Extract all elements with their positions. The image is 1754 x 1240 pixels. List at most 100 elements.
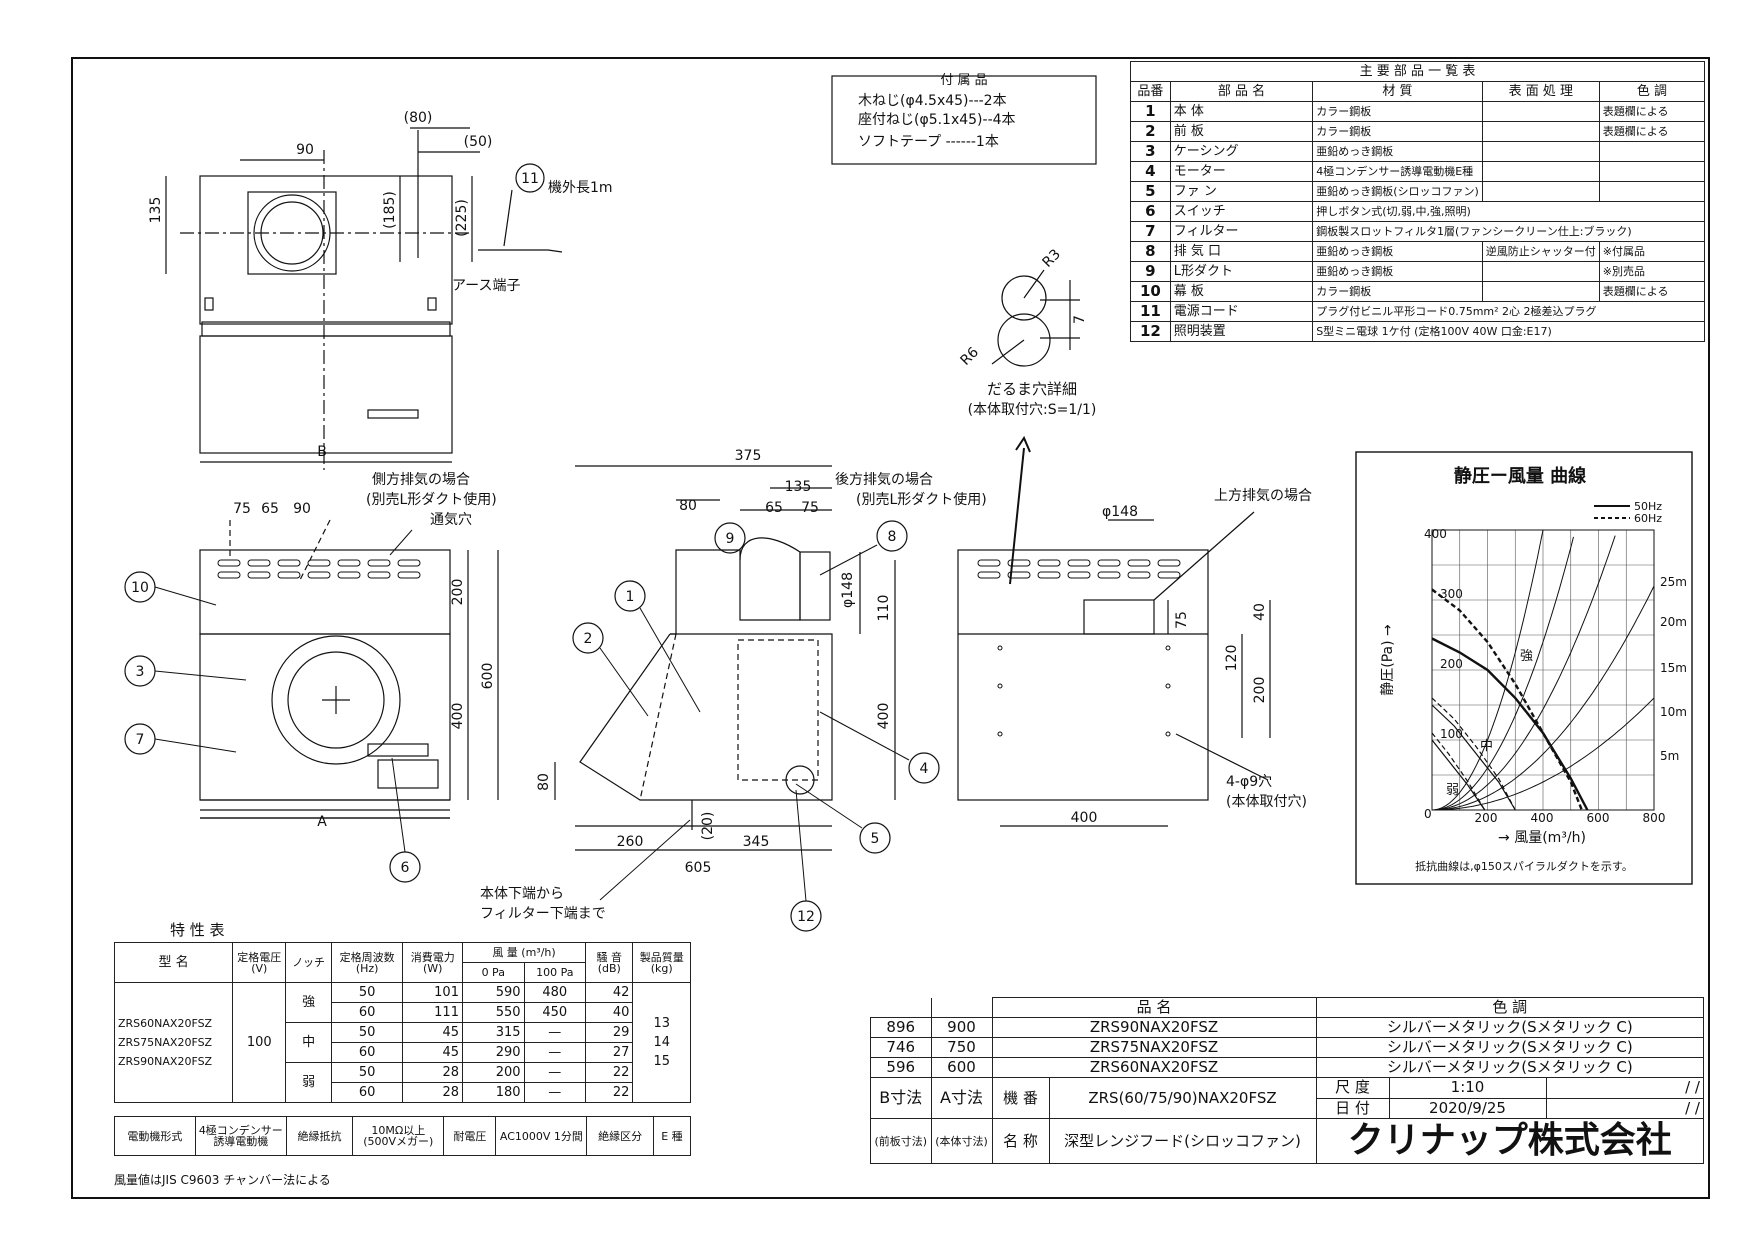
chart-legend-60hz: 60Hz [1634, 512, 1662, 525]
accessory-item: 木ねじ(φ4.5x45)---2本 [858, 93, 1007, 109]
parts-cell-name: フィルター [1169, 221, 1314, 242]
dim-label: 90 [296, 142, 314, 158]
balloon-label: 6 [401, 860, 410, 876]
title-cell-b: 896 [870, 1017, 932, 1038]
spec-notch: 中 [285, 1022, 332, 1063]
chart-resistance-label: 25m [1660, 575, 1687, 589]
chart-axes [1431, 529, 1655, 811]
parts-cell-name: L形ダクト [1169, 261, 1314, 282]
filter-note-1: 本体下端から [480, 886, 564, 902]
spec-cell-w: 45 [402, 1022, 463, 1043]
parts-cell-material: 亜鉛めっき鋼板(シロッコファン) [1312, 181, 1483, 202]
title-cell-color: シルバーメタリック(Sメタリック C) [1315, 1057, 1704, 1078]
top-view-dims: (80) 90 (50) 135 (185) (225) B 11 機外長1m … [148, 110, 613, 460]
spec-header: 定格電圧(V) [232, 942, 287, 983]
side-duct-label: (別売L形ダクト使用) [366, 491, 497, 508]
title-cell-model: ZRS90NAX20FSZ [991, 1017, 1317, 1038]
spec-weight: 14 [653, 1035, 670, 1050]
title-cell-b: 746 [870, 1037, 932, 1058]
chart-resistance-label: 15m [1660, 661, 1687, 675]
chart-resistance-label: 5m [1660, 749, 1679, 763]
cord-length-label: 機外長1m [548, 180, 613, 196]
parts-cell-no: 1 [1130, 101, 1171, 122]
dim-label: 80 [536, 773, 552, 791]
company-logo: クリナップ株式会社 [1347, 1120, 1672, 1161]
dim-label: 400 [1071, 810, 1098, 826]
chart-legend-50hz: 50Hz [1634, 500, 1662, 513]
spec-cell-q0: 180 [461, 1082, 525, 1103]
dim-label: 200 [1252, 677, 1268, 704]
spec-cell-q100: — [523, 1042, 587, 1063]
chart-ylabel: 静圧(Pa) → [1380, 624, 1396, 696]
spec-cell-hz: 50 [330, 1062, 404, 1083]
motor-label: 電動機形式 [114, 1116, 196, 1156]
parts-cell-color: 表題欄による [1598, 121, 1706, 142]
chart-resistance-curve [1432, 585, 1655, 811]
dim-label: 200 [450, 579, 466, 606]
accessories-title: 付 属 品 [940, 73, 987, 88]
spec-subheader: 100 Pa [523, 962, 587, 983]
parts-cell-material: S型ミニ電球 1ケ付 (定格100V 40W 口金:E17) [1312, 321, 1705, 342]
spec-model-name: ZRS90NAX20FSZ [118, 1055, 213, 1068]
dim-label: R6 [958, 344, 983, 369]
parts-cell-treatment [1481, 141, 1600, 162]
parts-cell-name: 照明装置 [1169, 321, 1314, 342]
balloon-label: 10 [131, 580, 149, 596]
chart-xlabel: → 風量(m³/h) [1498, 830, 1586, 846]
dim-label: 40 [1252, 603, 1268, 621]
parts-cell-no: 2 [1130, 121, 1171, 142]
parts-cell-treatment: 逆風防止シャッター付 [1481, 241, 1600, 262]
dim-label: φ148 [840, 572, 856, 608]
title-cell-a: 900 [930, 1017, 993, 1038]
spec-cell-w: 111 [402, 1002, 463, 1023]
dim-label: 65 [261, 501, 279, 517]
spec-cell-w: 45 [402, 1042, 463, 1063]
date-label: 日 付 [1315, 1097, 1390, 1119]
spec-note: 風量値はJIS C9603 チャンバー法による [114, 1172, 331, 1187]
spec-cell-db: 22 [585, 1062, 634, 1083]
date-blank: / / [1545, 1097, 1704, 1119]
accessory-item: 座付ねじ(φ5.1x45)--4本 [858, 112, 1016, 128]
spec-header: ノッチ [285, 942, 332, 983]
parts-cell-material: プラグ付ビニル平形コード0.75mm² 2心 2極差込プラグ [1312, 301, 1705, 322]
parts-cell-no: 8 [1130, 241, 1171, 262]
name-label: 名 称 [991, 1118, 1050, 1164]
parts-cell-no: 3 [1130, 141, 1171, 162]
vent-label: 通気穴 [430, 512, 472, 528]
daruma-title: だるま穴詳細 [987, 380, 1077, 398]
parts-cell-name: スイッチ [1169, 201, 1314, 222]
spec-notch: 強 [285, 982, 332, 1023]
insulation-value: 10MΩ以上(500Vメガー) [352, 1116, 445, 1156]
title-cell-a: 750 [930, 1037, 993, 1058]
chart-series-line [1431, 637, 1589, 811]
spec-cell-q0: 315 [461, 1022, 525, 1043]
scale-blank: / / [1545, 1077, 1704, 1099]
spec-cell-q0: 550 [461, 1002, 525, 1023]
chart-note: 抵抗曲線は,φ150スパイラルダクトを示す。 [1415, 859, 1633, 873]
spec-cell-db: 27 [585, 1042, 634, 1063]
dim-label: (80) [404, 110, 433, 126]
dim-label: 75 [233, 501, 251, 517]
balloon-label: 7 [136, 732, 145, 748]
chart-xtick: 0 [1424, 807, 1432, 821]
parts-cell-color: ※付属品 [1598, 241, 1706, 262]
b-dim-label: B寸法 [870, 1077, 932, 1119]
spec-cell-db: 29 [585, 1022, 634, 1043]
parts-cell-no: 4 [1130, 161, 1171, 182]
parts-table: 主 要 部 品 一 覧 表 品番 部 品 名 材 質 表 面 処 理 色 調 1… [1130, 61, 1706, 342]
spec-header: 風 量 (m³/h) [461, 942, 587, 963]
balloon-label: 4 [920, 761, 929, 777]
side-exhaust-label: 側方排気の場合 [372, 472, 470, 488]
spec-voltage: 100 [232, 982, 287, 1103]
dim-label: 110 [876, 595, 892, 622]
parts-cell-treatment [1481, 101, 1600, 122]
